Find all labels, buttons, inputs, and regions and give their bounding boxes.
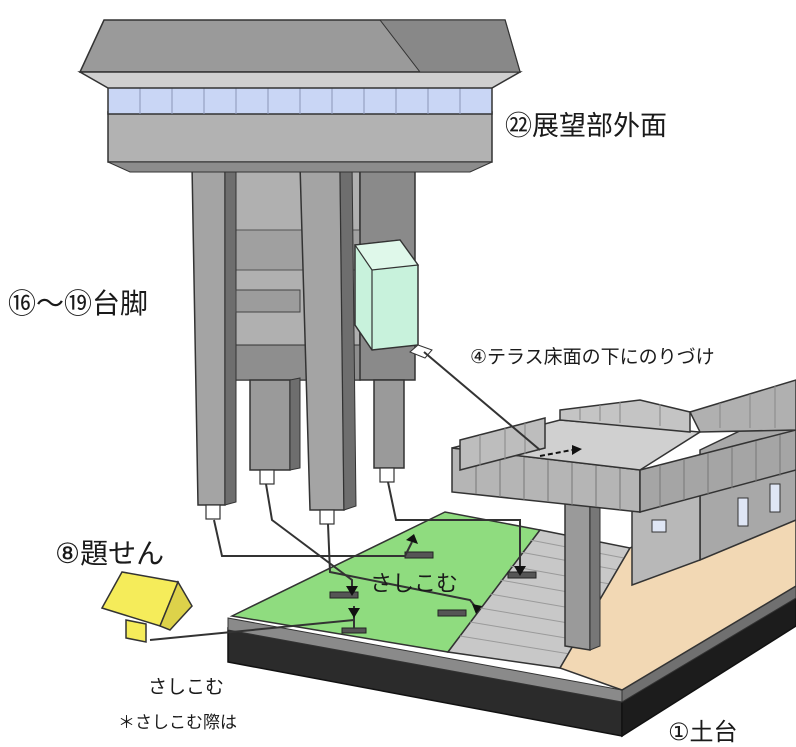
label-insert: さしこむ (148, 676, 225, 698)
label-insert-on-ground: さしこむ (370, 572, 459, 597)
glue-panel (353, 239, 433, 359)
observation-deck (77, 19, 523, 173)
inner-leg-2 (373, 379, 405, 469)
inner-leg-1 (249, 379, 291, 471)
arrow-heads (346, 534, 526, 618)
tower (77, 19, 523, 525)
label-name-plate: ⑧題せん (55, 537, 165, 570)
leg-left (191, 164, 226, 506)
label-insert-note: ＊さしこむ際は (118, 713, 237, 733)
label-observation-deck-exterior: ㉒展望部外面 (505, 111, 667, 142)
leg-center (299, 164, 345, 511)
label-base: ①土台 (668, 718, 738, 746)
label-tower-legs: ⑯～⑲台脚 (8, 287, 149, 320)
name-plate (100, 571, 193, 643)
label-terrace-glue: ④テラス床面の下にのりづけ (470, 346, 715, 368)
terrace-building (451, 379, 796, 651)
